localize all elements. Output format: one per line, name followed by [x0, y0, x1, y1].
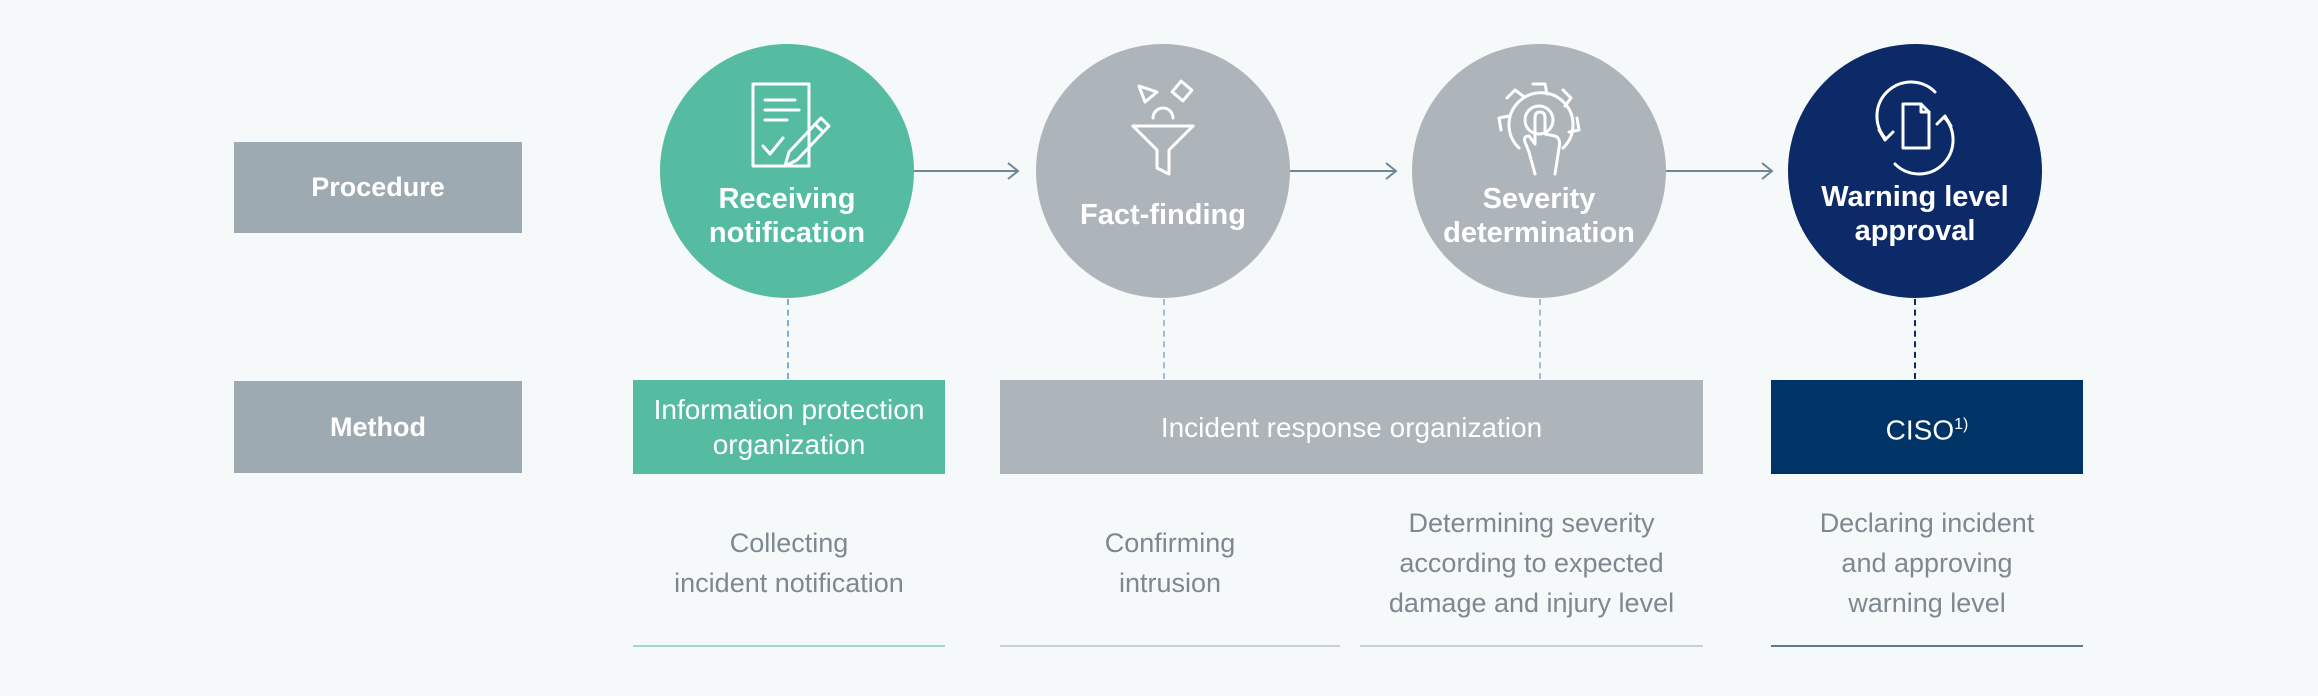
method-ciso: CISO1)	[1771, 380, 2083, 474]
document-cycle-icon	[1875, 80, 1955, 176]
procedure-label: Procedure	[234, 142, 522, 233]
connector-line-1	[787, 299, 789, 379]
step-receiving-notification: Receiving notification	[660, 44, 914, 298]
underline-3	[1360, 645, 1703, 647]
underline-4	[1771, 645, 2083, 647]
underline-1	[633, 645, 945, 647]
method-incident-response-organization: Incident response organization	[1000, 380, 1703, 474]
step-title: Warning level approval	[1821, 181, 2009, 247]
method-label: Method	[234, 381, 522, 473]
step-title: Receiving notification	[708, 183, 866, 249]
method-label-text: Information protection organization	[653, 394, 925, 460]
method-label-text: Incident response organization	[1160, 411, 1543, 443]
description-declaring-incident: Declaring incident and approving warning…	[1819, 508, 2035, 618]
step-warning-level-approval: Warning level approval	[1788, 44, 2042, 298]
underline-2	[1000, 645, 1340, 647]
document-check-pen-icon	[751, 82, 831, 168]
description-determining-severity: Determining severity according to expect…	[1388, 508, 1675, 618]
method-information-protection-organization: Information protection organization	[633, 380, 945, 474]
gear-touch-icon	[1497, 82, 1581, 176]
step-fact-finding: Fact-finding	[1036, 44, 1290, 298]
flow-arrow-3	[1666, 162, 1774, 180]
flow-arrow-2	[1290, 162, 1398, 180]
step-severity-determination: Severity determination	[1412, 44, 1666, 298]
step-title: Fact-finding	[1080, 199, 1246, 231]
connector-line-4	[1914, 299, 1916, 379]
step-title: Severity determination	[1443, 183, 1635, 249]
funnel-icon	[1131, 79, 1195, 176]
connector-line-3	[1539, 299, 1541, 379]
flow-arrow-1	[914, 162, 1020, 180]
ciso-footnote-marker: 1)	[1954, 415, 1969, 433]
description-collecting-notification: Collecting incident notification	[674, 528, 904, 598]
method-label-text: CISO1)	[1886, 407, 1969, 447]
connector-line-2	[1163, 299, 1165, 379]
ciso-label: CISO	[1885, 414, 1955, 446]
description-confirming-intrusion: Confirming intrusion	[1104, 528, 1236, 598]
